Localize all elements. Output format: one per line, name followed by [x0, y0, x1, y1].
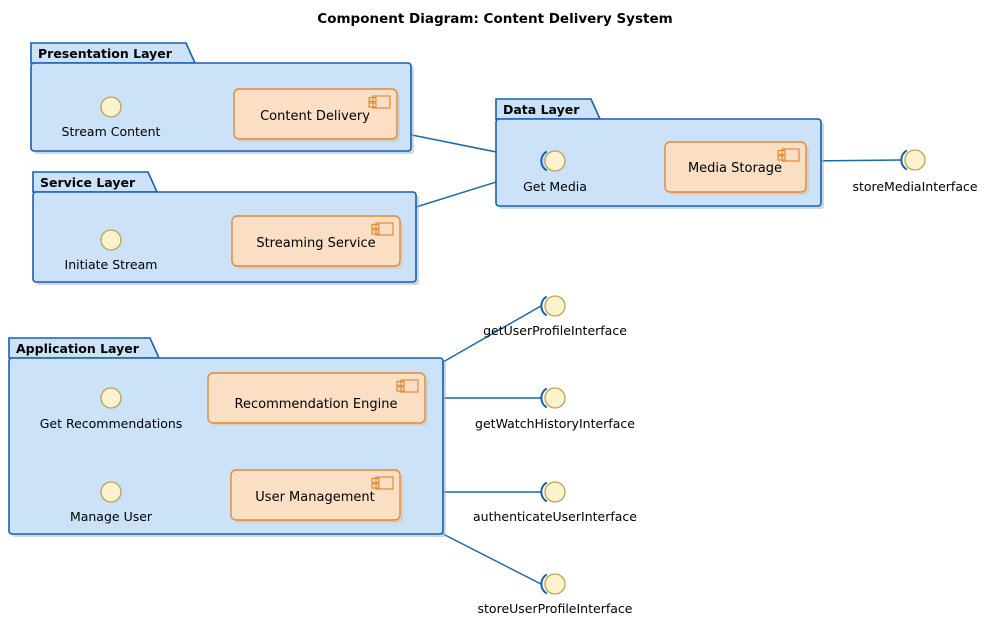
interface-socket-arc	[900, 149, 908, 171]
package-label-service: Service Layer	[40, 175, 136, 190]
interface-socket-arc	[540, 150, 548, 172]
interface-ball	[904, 149, 926, 171]
interface-ball	[100, 481, 122, 503]
component-label-streaming-service: Streaming Service	[256, 236, 375, 251]
component-user-management[interactable]: User Management	[230, 469, 403, 523]
component-label-user-management: User Management	[255, 490, 374, 505]
diagram-title: Component Diagram: Content Delivery Syst…	[317, 11, 672, 27]
component-icon	[396, 379, 419, 393]
component-recommendation-engine[interactable]: Recommendation Engine	[207, 372, 428, 426]
interface-get-watch-history-interface[interactable]: getWatchHistoryInterface	[475, 387, 635, 431]
component-media-storage[interactable]: Media Storage	[664, 141, 809, 195]
package-label-application: Application Layer	[16, 341, 140, 356]
component-icon	[368, 95, 391, 109]
component-label-recommendation-engine: Recommendation Engine	[235, 397, 398, 412]
component-content-delivery[interactable]: Content Delivery	[233, 88, 400, 142]
interface-ball	[544, 295, 566, 317]
interface-authenticate-user-interface[interactable]: authenticateUserInterface	[473, 481, 637, 524]
interface-label-get-user-profile-interface: getUserProfileInterface	[483, 323, 627, 338]
component-box	[664, 141, 807, 193]
interface-label-store-media-interface: storeMediaInterface	[852, 179, 977, 194]
interface-ball	[100, 387, 122, 409]
interface-store-media-interface[interactable]: storeMediaInterface	[852, 149, 978, 194]
interface-label-manage-user: Manage User	[70, 509, 153, 524]
component-streaming-service[interactable]: Streaming Service	[231, 215, 403, 269]
interface-ball	[544, 573, 566, 595]
component-label-media-storage: Media Storage	[688, 161, 782, 176]
interface-initiate-stream[interactable]: Initiate Stream	[65, 229, 158, 272]
interface-stream-content[interactable]: Stream Content	[62, 96, 161, 139]
interface-ball	[544, 150, 566, 172]
interface-store-user-profile-interface[interactable]: storeUserProfileInterface	[478, 573, 633, 616]
interface-ball	[544, 481, 566, 503]
interface-ball	[100, 96, 122, 118]
component-icon	[371, 222, 394, 236]
interface-manage-user[interactable]: Manage User	[70, 481, 153, 524]
interface-socket-arc	[540, 295, 548, 317]
component-icon	[371, 476, 394, 490]
interface-get-recommendations[interactable]: Get Recommendations	[40, 387, 183, 431]
interface-label-initiate-stream: Initiate Stream	[65, 257, 158, 272]
package-label-data: Data Layer	[503, 102, 580, 117]
interface-socket-arc	[540, 387, 548, 409]
component-box	[230, 469, 401, 521]
interface-socket-arc	[540, 573, 548, 595]
component-label-content-delivery: Content Delivery	[260, 109, 370, 124]
interface-socket-arc	[540, 481, 548, 503]
package-label-presentation: Presentation Layer	[38, 46, 173, 61]
interface-label-stream-content: Stream Content	[62, 124, 161, 139]
interface-label-get-recommendations: Get Recommendations	[40, 416, 183, 431]
interface-label-store-user-profile-interface: storeUserProfileInterface	[478, 601, 633, 616]
component-box	[207, 372, 426, 424]
component-box	[233, 88, 398, 140]
interface-label-authenticate-user-interface: authenticateUserInterface	[473, 509, 637, 524]
interface-label-get-media: Get Media	[523, 179, 587, 194]
component-icon	[777, 148, 800, 162]
interface-ball	[100, 229, 122, 251]
interface-label-get-watch-history-interface: getWatchHistoryInterface	[475, 416, 635, 431]
interface-get-media[interactable]: Get Media	[523, 150, 587, 194]
component-box	[231, 215, 401, 267]
interface-ball	[544, 387, 566, 409]
interface-get-user-profile-interface[interactable]: getUserProfileInterface	[483, 295, 627, 338]
